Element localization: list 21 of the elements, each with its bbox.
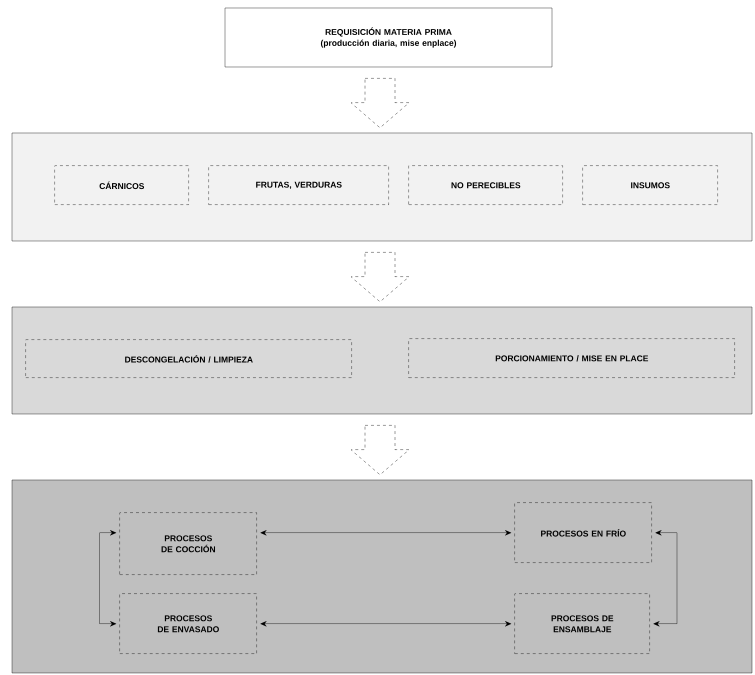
category-box: PROCESOS DE ENSAMBLAJE xyxy=(514,594,650,654)
category-box: FRUTAS, VERDURAS xyxy=(208,166,389,205)
category-box: PROCESOS EN FRÍO xyxy=(514,502,652,563)
arrow xyxy=(260,621,512,627)
category-box: PROCESOS DE COCCIÓN xyxy=(120,512,257,575)
block-arrow xyxy=(350,425,410,475)
arrow xyxy=(653,530,678,627)
stage-panel xyxy=(12,480,752,674)
category-box: DESCONGELACIÓN / LIMPIEZA xyxy=(26,340,352,378)
category-box: CÁRNICOS xyxy=(54,166,189,205)
arrow xyxy=(260,530,512,536)
stage-panel xyxy=(12,306,752,414)
block-arrow xyxy=(350,78,410,128)
block-arrow xyxy=(350,252,410,302)
category-box: PROCESOS DE ENVASADO xyxy=(120,594,257,654)
category-box: INSUMOS xyxy=(582,166,718,205)
category-box: NO PERECIBLES xyxy=(408,166,563,205)
arrow xyxy=(99,530,116,627)
process-box: REQUISICIÓN MATERIA PRIMA (producción diaria, mise enplace) xyxy=(224,8,552,68)
category-box: PORCIONAMIENTO / MISE EN PLACE xyxy=(408,338,735,378)
stage-panel xyxy=(12,132,752,242)
